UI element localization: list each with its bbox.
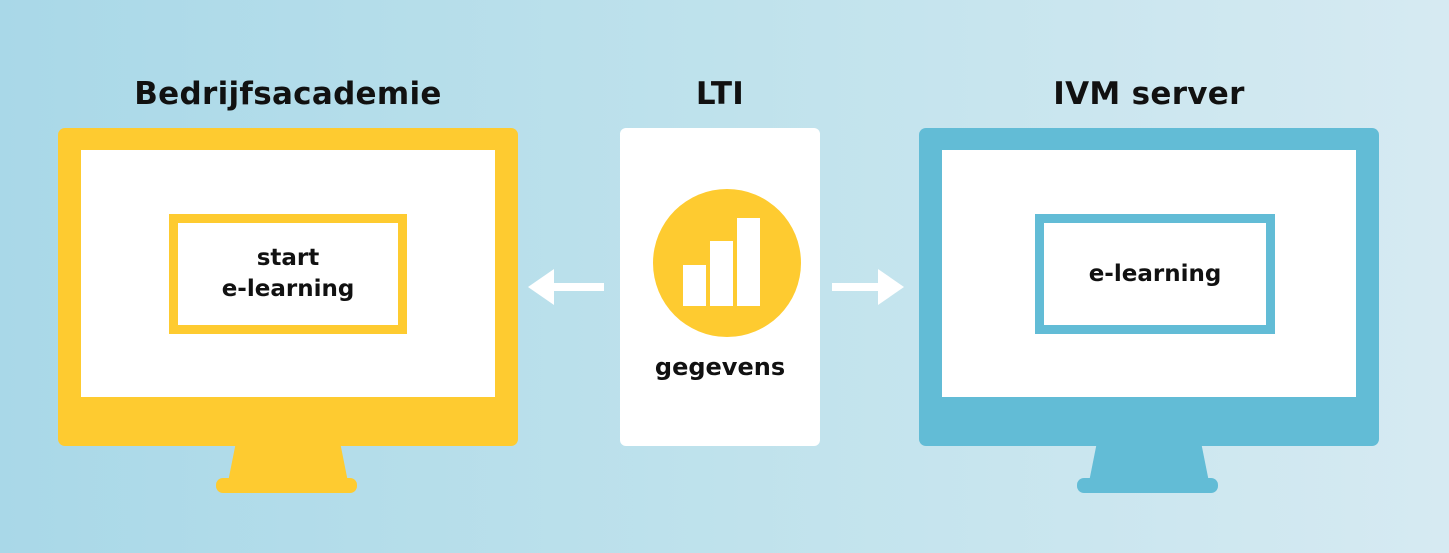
lti-panel: gegevens <box>620 128 820 446</box>
elearning-label: e-learning <box>1088 260 1222 287</box>
monitor-stand <box>1089 446 1209 482</box>
monitor-stand <box>228 446 348 482</box>
bedrijfsacademie-heading: Bedrijfsacademie <box>134 76 442 112</box>
monitor-base <box>216 478 357 493</box>
ivm-server-heading: IVM server <box>1053 76 1245 112</box>
elearning-label: e-learning <box>221 276 355 302</box>
elearning-box: e-learning <box>1035 214 1275 334</box>
lti-heading: LTI <box>695 76 745 112</box>
start-label: start <box>256 245 320 271</box>
gegevens-label: gegevens <box>654 353 786 381</box>
bar-chart-icon <box>653 189 801 337</box>
arrow-left-icon <box>528 269 604 305</box>
arrow-right-icon <box>832 269 904 305</box>
monitor-base <box>1077 478 1218 493</box>
start-elearning-box: start e-learning <box>169 214 407 334</box>
